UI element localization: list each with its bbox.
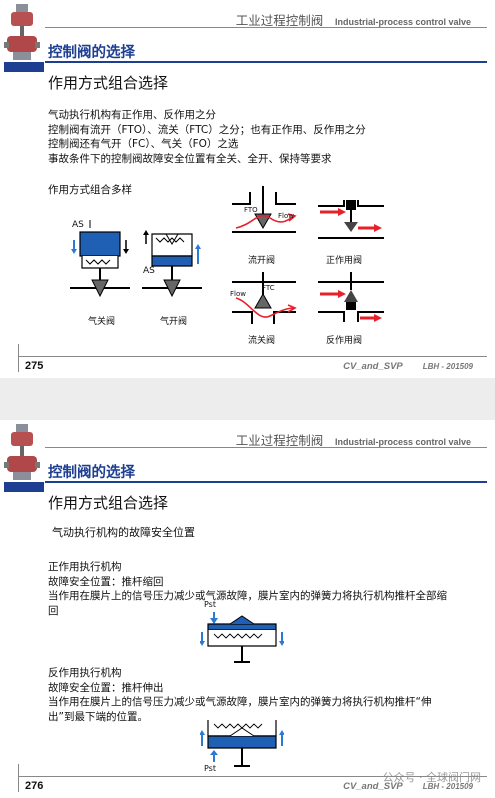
reverse-actuator-block: 反作用执行机构 故障安全位置：推杆伸出 当作用在膜片上的信号压力减少或气源故障，…: [48, 666, 448, 724]
direct-actuator-block: 正作用执行机构 故障安全位置：推杆缩回 当作用在膜片上的信号压力减少或气源故障，…: [48, 560, 448, 618]
direct-desc: 当作用在膜片上的信号压力减少或气源故障，膜片室内的弹簧力将执行机构推杆全部缩回: [48, 590, 447, 617]
valve-logo-icon: [4, 4, 40, 60]
header-title: 工业过程控制阀 Industrial-process control valve: [236, 10, 471, 29]
brand-bar: [4, 62, 44, 72]
direct-failsafe: 故障安全位置：推杆缩回: [48, 575, 164, 588]
as-label-top: AS: [72, 220, 84, 230]
footer-course: CV_and_SVP: [343, 781, 403, 792]
direct-actuator-diagram: [200, 612, 284, 663]
section-underline: [45, 61, 487, 63]
subtitle: 作用方式组合选择: [48, 74, 169, 92]
footer-divider: [18, 356, 487, 357]
header-cn: 工业过程控制阀: [235, 433, 324, 448]
air-open-valve-diagram: [142, 230, 202, 298]
header-divider: [45, 447, 487, 448]
combo-label: 作用方式组合多样: [48, 184, 132, 196]
caption-direct-action: 正作用阀: [326, 256, 363, 266]
caption-flow-open: 流开阀: [248, 256, 276, 266]
footer-vbar: [18, 764, 19, 792]
header-divider: [45, 27, 487, 28]
caption-reverse-action: 反作用阀: [326, 336, 363, 346]
paragraph: 气动执行机构有正作用、反作用之分: [48, 109, 216, 121]
header-cn: 工业过程控制阀: [235, 13, 324, 28]
footer-vbar: [18, 344, 19, 372]
paragraph-list: 气动执行机构有正作用、反作用之分 控制阀有流开（FTO）、流关（FTC）之分；也…: [48, 108, 366, 166]
reverse-failsafe: 故障安全位置：推杆伸出: [48, 681, 164, 694]
paragraph: 控制阀还有气开（FC）、气关（FO）之选: [48, 138, 239, 150]
topic-heading: 气动执行机构的故障安全位置: [52, 526, 195, 539]
brand-bar: [4, 482, 44, 492]
direct-title: 正作用执行机构: [48, 561, 122, 573]
section-title: 控制阀的选择: [48, 465, 135, 481]
direct-action-valve-diagram: [318, 200, 384, 239]
valve-logo-icon: [4, 424, 40, 480]
slide-gap: [0, 378, 495, 420]
caption-flow-close: 流关阀: [248, 336, 276, 346]
reverse-actuator-diagram: [200, 720, 284, 767]
slide-276: 工业过程控制阀 Industrial-process control valve…: [0, 420, 495, 798]
pst-label-1: Pst: [204, 600, 216, 609]
paragraph: 控制阀有流开（FTO）、流关（FTC）之分；也有正作用、反作用之分: [48, 123, 366, 136]
subtitle: 作用方式组合选择: [48, 494, 169, 512]
reverse-title: 反作用执行机构: [48, 667, 122, 679]
footer-right: CV_and_SVP LBH - 201509: [343, 361, 473, 372]
footer-right: CV_and_SVP LBH - 201509: [343, 781, 473, 792]
reverse-desc: 当作用在膜片上的信号压力减少或气源故障，膜片室内的弹簧力将执行机构推杆“伸出”到…: [48, 696, 432, 723]
reverse-action-valve-diagram: [318, 272, 384, 322]
pst-label-2: Pst: [204, 764, 216, 773]
paragraph: 事故条件下的控制阀故障安全位置有全关、全开、保持等要求: [48, 152, 332, 165]
air-close-valve-diagram: [70, 220, 130, 298]
flow-label-2: Flow: [230, 290, 246, 298]
section-title: 控制阀的选择: [48, 45, 135, 61]
as-label-bottom: AS: [143, 266, 155, 276]
section-underline: [45, 481, 487, 483]
page-number: 275: [25, 360, 44, 372]
caption-air-open: 气开阀: [160, 317, 188, 327]
fto-valve-diagram: [232, 186, 297, 233]
page-number: 276: [25, 780, 44, 792]
footer-author: LBH - 201509: [422, 782, 473, 791]
flow-label-1: Flow: [278, 212, 294, 220]
header-en: Industrial-process control valve: [334, 17, 471, 27]
footer-author: LBH - 201509: [422, 362, 473, 371]
watermark: 公众号 · 全球阀门网: [382, 771, 482, 784]
footer-course: CV_and_SVP: [343, 361, 403, 372]
ftc-valve-diagram: [232, 272, 297, 324]
footer-divider: [18, 776, 487, 777]
header-en: Industrial-process control valve: [334, 437, 471, 447]
fto-label: FTO: [244, 206, 258, 214]
ftc-label: FTC: [262, 284, 275, 292]
slide-275: 工业过程控制阀 Industrial-process control valve…: [0, 0, 495, 378]
caption-air-close: 气关阀: [88, 317, 116, 327]
header-title: 工业过程控制阀 Industrial-process control valve: [236, 430, 471, 449]
